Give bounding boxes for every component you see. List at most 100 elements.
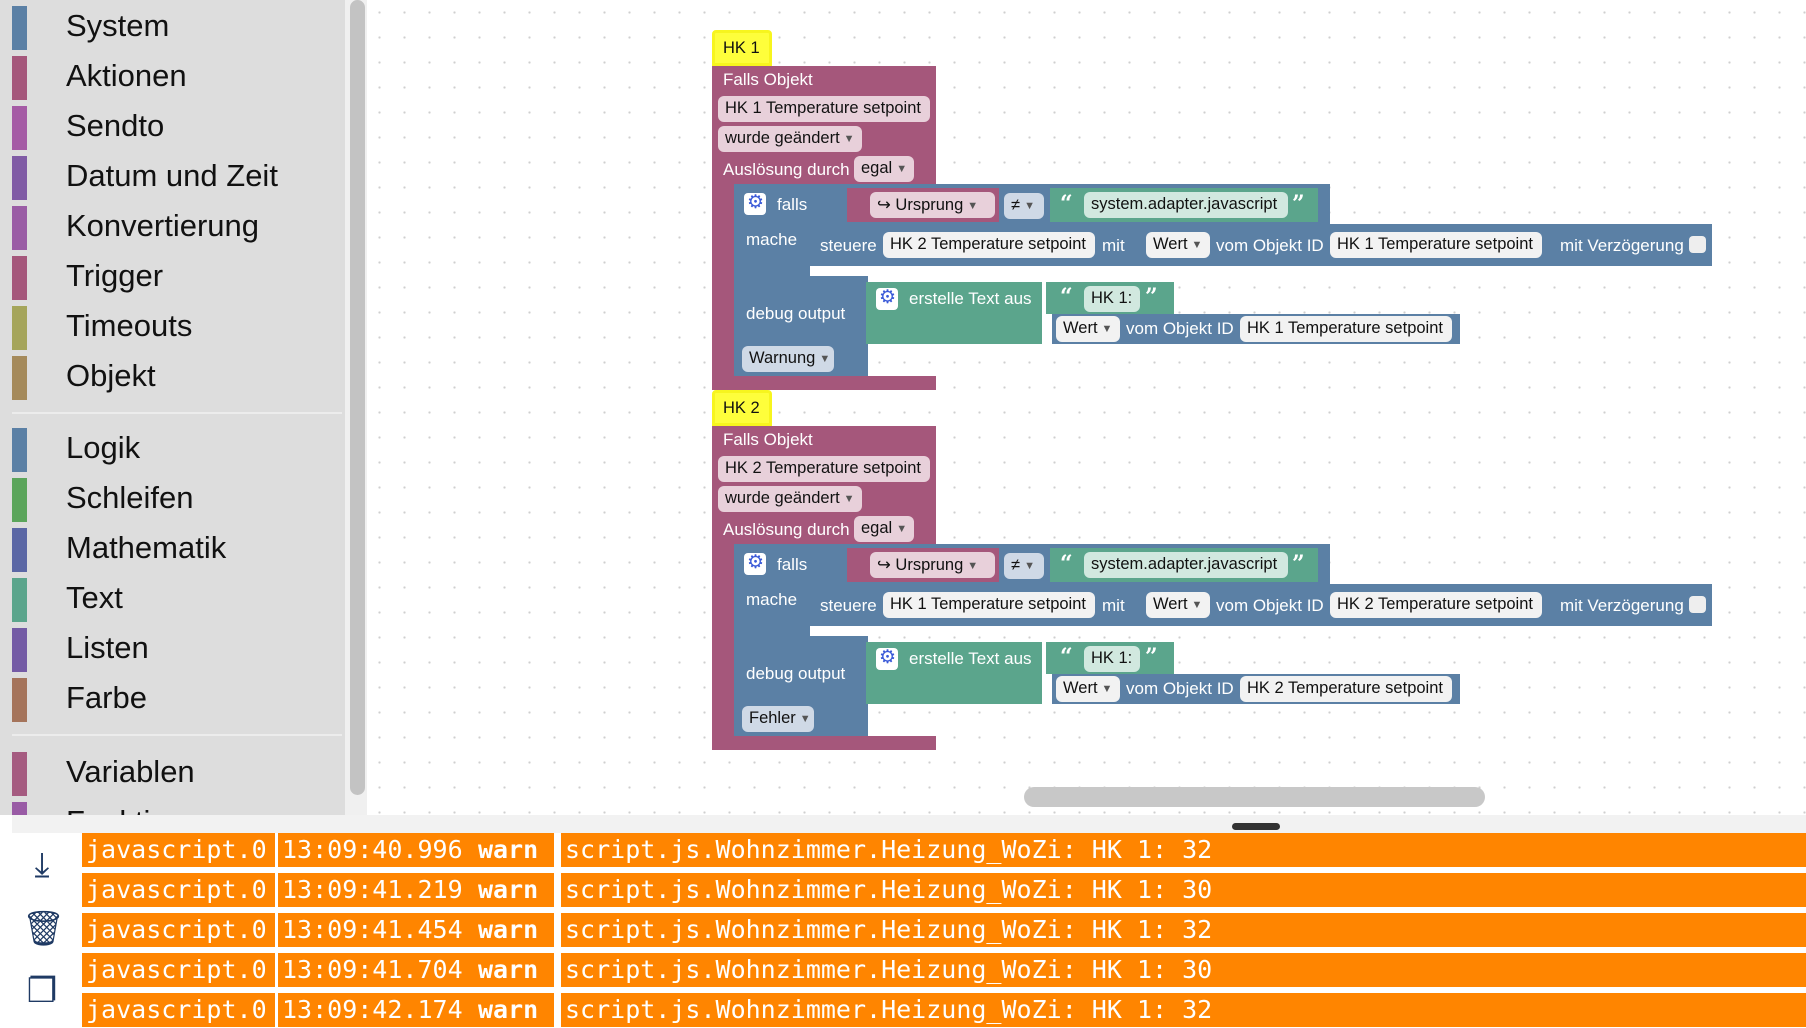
do-label: mache bbox=[746, 230, 798, 249]
log-level-dropdown[interactable]: Fehler▼ bbox=[742, 706, 814, 732]
category-label: Schleifen bbox=[66, 480, 194, 515]
close-quote-icon: ” bbox=[1292, 191, 1305, 217]
debug-label: debug output bbox=[746, 304, 846, 323]
trigger-dropdown[interactable]: egal▼ bbox=[854, 156, 914, 182]
event-label: Falls Objekt bbox=[723, 430, 813, 449]
toolbox-category-trigger[interactable]: Trigger bbox=[12, 252, 342, 300]
operator-dropdown[interactable]: ≠▼ bbox=[1004, 193, 1044, 219]
comment-hat[interactable]: HK 2 bbox=[712, 390, 772, 426]
chevron-down-icon: ▼ bbox=[896, 523, 908, 535]
open-quote-icon: “ bbox=[1060, 191, 1073, 217]
panel-divider[interactable] bbox=[12, 815, 1806, 833]
resize-handle-icon[interactable] bbox=[1232, 823, 1280, 830]
log-row[interactable]: javascript.0 13:09:41.454 warn script.js… bbox=[82, 913, 1806, 947]
log-row[interactable]: javascript.0 13:09:40.996 warn script.js… bbox=[82, 833, 1806, 867]
copy-icon[interactable]: ❐ bbox=[26, 972, 58, 1010]
from-object-label: vom Objekt ID bbox=[1126, 319, 1234, 338]
toolbox-category-funktionen[interactable]: Funktionen bbox=[12, 798, 342, 815]
toolbox-category-schleifen[interactable]: Schleifen bbox=[12, 474, 342, 522]
origin-dropdown[interactable]: ↪ Ursprung▼ bbox=[870, 192, 995, 218]
chevron-down-icon: ▼ bbox=[1101, 683, 1113, 695]
log-row[interactable]: javascript.0 13:09:41.219 warn script.js… bbox=[82, 873, 1806, 907]
origin-value: Ursprung bbox=[895, 556, 964, 574]
return-arrow-icon: ↪ bbox=[877, 556, 896, 574]
toolbox-separator bbox=[12, 412, 342, 414]
toolbox-category-logik[interactable]: Logik bbox=[12, 424, 342, 472]
delay-checkbox[interactable] bbox=[1689, 236, 1706, 253]
log-row[interactable]: javascript.0 13:09:41.704 warn script.js… bbox=[82, 953, 1806, 987]
log-toolbar: ⤓ 🗑 ❐ bbox=[0, 833, 80, 1028]
category-color-swatch bbox=[12, 306, 27, 350]
compare-text-field[interactable]: system.adapter.javascript bbox=[1084, 552, 1288, 578]
toolbox-scrollbar-thumb[interactable] bbox=[350, 0, 365, 795]
origin-dropdown[interactable]: ↪ Ursprung▼ bbox=[870, 552, 995, 578]
workspace-horizontal-scrollbar[interactable] bbox=[1024, 787, 1485, 807]
value-dropdown[interactable]: Wert▼ bbox=[1146, 592, 1210, 618]
toolbox-separator bbox=[12, 734, 342, 736]
comment-hat[interactable]: HK 1 bbox=[712, 30, 772, 66]
chevron-down-icon: ▼ bbox=[1191, 599, 1203, 611]
debug-object-field[interactable]: HK 2 Temperature setpoint bbox=[1240, 676, 1452, 702]
delay-checkbox[interactable] bbox=[1689, 596, 1706, 613]
control-source-field[interactable]: HK 1 Temperature setpoint bbox=[1330, 232, 1542, 258]
chevron-down-icon: ▼ bbox=[1101, 323, 1113, 335]
debug-object-field[interactable]: HK 1 Temperature setpoint bbox=[1240, 316, 1452, 342]
object-id-field[interactable]: HK 1 Temperature setpoint bbox=[718, 96, 930, 122]
operator-value: ≠ bbox=[1011, 556, 1021, 574]
gear-icon[interactable] bbox=[876, 646, 898, 670]
download-icon[interactable]: ⤓ bbox=[34, 846, 50, 884]
gear-icon[interactable] bbox=[744, 191, 766, 215]
toolbox-category-text[interactable]: Text bbox=[12, 574, 342, 622]
condition-dropdown[interactable]: wurde geändert▼ bbox=[718, 126, 862, 152]
toolbox-category-sendto[interactable]: Sendto bbox=[12, 102, 342, 150]
chevron-down-icon: ▼ bbox=[967, 560, 979, 572]
toolbox-category-datum-und-zeit[interactable]: Datum und Zeit bbox=[12, 152, 342, 200]
do-label: mache bbox=[746, 590, 798, 609]
category-label: Sendto bbox=[66, 108, 165, 143]
control-source-field[interactable]: HK 2 Temperature setpoint bbox=[1330, 592, 1542, 618]
toolbox-category-mathematik[interactable]: Mathematik bbox=[12, 524, 342, 572]
value-dropdown[interactable]: Wert▼ bbox=[1146, 232, 1210, 258]
log-level-dropdown[interactable]: Warnung▼ bbox=[742, 346, 834, 372]
control-target-field[interactable]: HK 2 Temperature setpoint bbox=[883, 232, 1095, 258]
gear-icon[interactable] bbox=[876, 286, 898, 310]
text-item-field[interactable]: HK 1: bbox=[1084, 286, 1140, 312]
log-level-value: Warnung bbox=[749, 349, 816, 367]
object-id-field[interactable]: HK 2 Temperature setpoint bbox=[718, 456, 930, 482]
blockly-toolbox: System Aktionen Sendto Datum und Zeit Ko… bbox=[0, 0, 345, 815]
value-dropdown[interactable]: Wert▼ bbox=[1056, 316, 1120, 342]
log-level: warn bbox=[474, 993, 554, 1027]
category-label: Mathematik bbox=[66, 530, 227, 565]
toolbox-category-system[interactable]: System bbox=[12, 2, 342, 50]
category-color-swatch bbox=[12, 752, 27, 796]
toolbox-category-listen[interactable]: Listen bbox=[12, 624, 342, 672]
log-message: script.js.Wohnzimmer.Heizung_WoZi: HK 1:… bbox=[561, 873, 1806, 907]
log-table: javascript.0 13:09:40.996 warn script.js… bbox=[82, 833, 1806, 1028]
operator-dropdown[interactable]: ≠▼ bbox=[1004, 553, 1044, 579]
if-label: falls bbox=[777, 555, 808, 574]
value-dropdown[interactable]: Wert▼ bbox=[1056, 676, 1120, 702]
create-text-label: erstelle Text aus bbox=[909, 289, 1032, 308]
control-target-field[interactable]: HK 1 Temperature setpoint bbox=[883, 592, 1095, 618]
toolbox-category-konvertierung[interactable]: Konvertierung bbox=[12, 202, 342, 250]
category-color-swatch bbox=[12, 678, 27, 722]
trigger-label: Auslösung durch bbox=[723, 160, 850, 179]
toolbox-category-objekt[interactable]: Objekt bbox=[12, 352, 342, 400]
trigger-dropdown[interactable]: egal▼ bbox=[854, 516, 914, 542]
category-color-swatch bbox=[12, 802, 27, 815]
toolbox-category-aktionen[interactable]: Aktionen bbox=[12, 52, 342, 100]
log-message: script.js.Wohnzimmer.Heizung_WoZi: HK 1:… bbox=[561, 993, 1806, 1027]
category-label: Timeouts bbox=[66, 308, 193, 343]
compare-text-field[interactable]: system.adapter.javascript bbox=[1084, 192, 1288, 218]
category-label: Konvertierung bbox=[66, 208, 260, 243]
toolbox-category-farbe[interactable]: Farbe bbox=[12, 674, 342, 722]
gear-icon[interactable] bbox=[744, 551, 766, 575]
log-row[interactable]: javascript.0 13:09:42.174 warn script.js… bbox=[82, 993, 1806, 1027]
toolbox-category-timeouts[interactable]: Timeouts bbox=[12, 302, 342, 350]
condition-dropdown[interactable]: wurde geändert▼ bbox=[718, 486, 862, 512]
chevron-down-icon: ▼ bbox=[799, 713, 811, 725]
chevron-down-icon: ▼ bbox=[843, 133, 855, 145]
text-item-field[interactable]: HK 1: bbox=[1084, 646, 1140, 672]
trash-icon[interactable]: 🗑 bbox=[22, 910, 66, 948]
toolbox-category-variablen[interactable]: Variablen bbox=[12, 748, 342, 796]
